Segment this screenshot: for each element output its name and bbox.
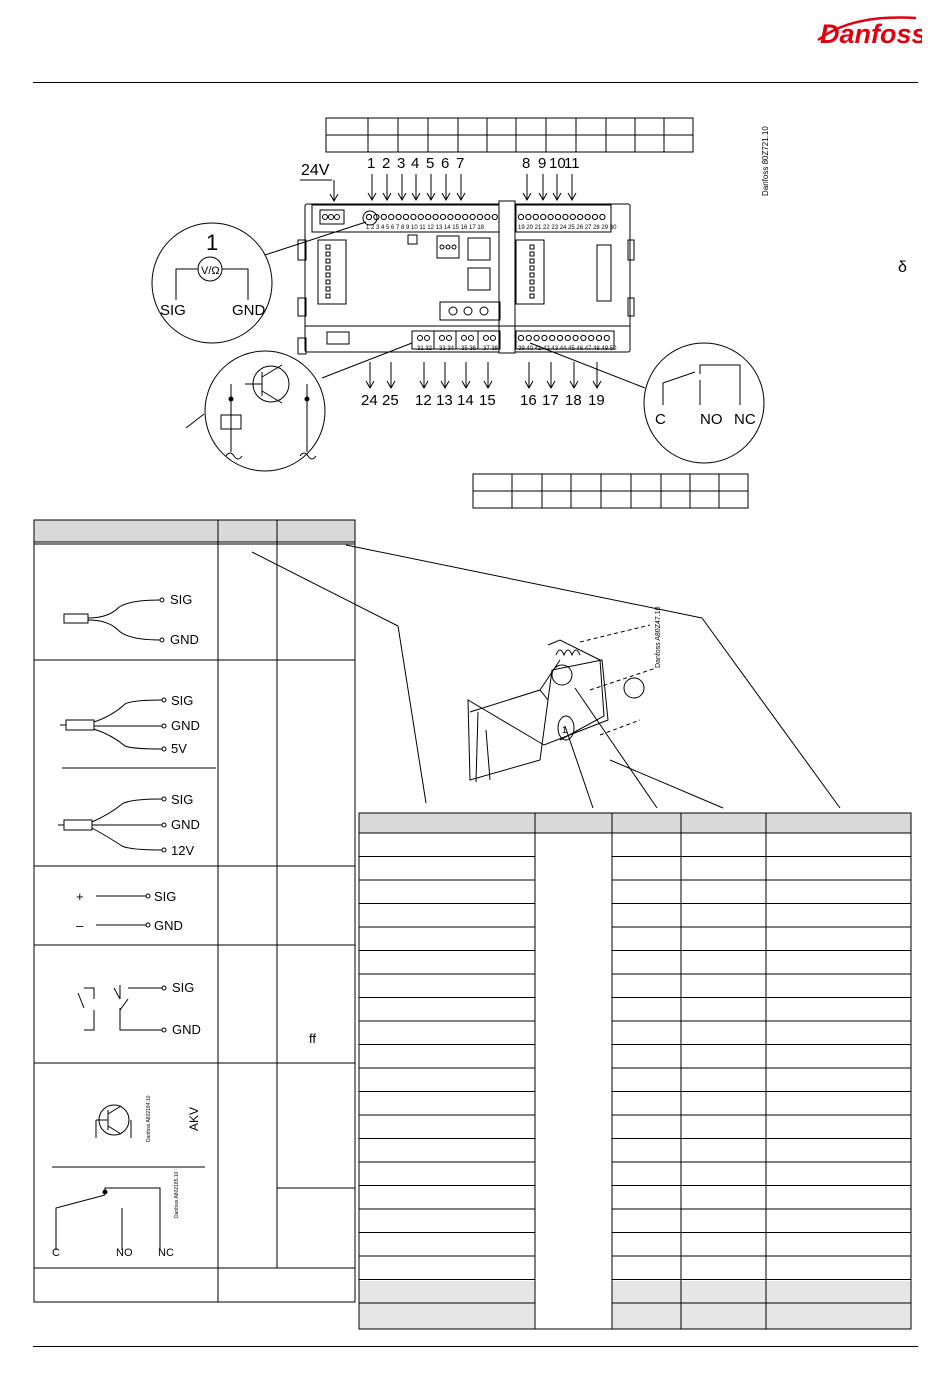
bottom-terminal-15: 15 <box>479 392 496 409</box>
relay-nc-label: NC <box>734 411 756 428</box>
minus-sign: – <box>76 918 84 933</box>
top-terminal-table <box>325 117 694 153</box>
bottom-terminal-24: 24 <box>361 392 378 409</box>
row5-no-label: NO <box>116 1247 133 1259</box>
transmitter-5v-sig-label: SIG <box>171 693 193 708</box>
analog-callout-number: 1 <box>206 230 218 255</box>
top-terminal-10: 10 <box>549 155 566 172</box>
header-rule <box>33 82 918 83</box>
row5-nc-label: NC <box>158 1247 174 1259</box>
transmitter-12v-supply-label: 12V <box>171 843 194 858</box>
voltage-sig-label: SIG <box>154 889 176 904</box>
top-strip-left-numbers: 1 2 3 4 5 6 7 8 9 10 11 12 13 14 15 16 1… <box>366 225 485 231</box>
sensor-gnd-label: GND <box>170 632 199 647</box>
input-type-table <box>33 519 356 1303</box>
relay-no-label: NO <box>700 411 723 428</box>
transmitter-12v-gnd-label: GND <box>171 817 200 832</box>
bottom-strip-numbers: 31 32 <box>417 346 433 352</box>
transmitter-12v-sig-label: SIG <box>171 792 193 807</box>
sensor-sig-label: SIG <box>170 592 192 607</box>
top-terminal-5: 5 <box>426 155 434 172</box>
danfoss-logo: Danfoss <box>817 16 922 49</box>
bottom-terminal-18: 18 <box>565 392 582 409</box>
analog-sig-label: SIG <box>160 302 186 319</box>
plus-sign: + <box>76 889 84 904</box>
module-number: 1 <box>562 725 567 735</box>
bottom-terminal-19: 19 <box>588 392 605 409</box>
top-terminal-11: 11 <box>564 155 580 172</box>
meter-symbol: V/Ω <box>201 265 220 277</box>
bottom-terminal-14: 14 <box>457 392 474 409</box>
relay-output-callout: C NO NC <box>529 342 765 464</box>
transistor-drawing-code: Danfoss A802184.10 <box>146 1095 152 1142</box>
bottom-terminal-table <box>472 473 749 509</box>
contact-sig-label: SIG <box>172 980 194 995</box>
akv-label: AKV <box>187 1107 201 1131</box>
danfoss-logo-text: Danfoss <box>820 19 922 49</box>
transmitter-5v-supply-label: 5V <box>171 741 187 756</box>
bottom-terminal-25: 25 <box>382 392 399 409</box>
top-terminal-7: 7 <box>456 155 464 172</box>
top-terminal-4: 4 <box>411 155 419 172</box>
top-terminal-8: 8 <box>522 155 530 172</box>
footer-rule <box>33 1346 918 1347</box>
analog-gnd-label: GND <box>232 302 266 319</box>
contact-note: ff <box>309 1031 316 1046</box>
supply-label: 24V <box>301 162 330 179</box>
transistor-output-callout <box>185 342 413 472</box>
bottom-terminal-17: 17 <box>542 392 559 409</box>
top-terminal-9: 9 <box>538 155 546 172</box>
transmitter-5v-gnd-label: GND <box>171 718 200 733</box>
bottom-strip-numbers: 33 34 <box>439 346 455 352</box>
bottom-strip-right-numbers: 39 40 41 42 43 44 45 46 47 48 49 50 <box>518 346 617 352</box>
top-terminal-3: 3 <box>397 155 405 172</box>
side-glyph: δ <box>898 259 907 276</box>
relay-drawing-code: Danfoss A802185.10 <box>174 1171 180 1218</box>
module-drawing-code: Danfoss A80Z47.10 <box>655 606 662 668</box>
controller-body <box>297 200 635 355</box>
contact-gnd-label: GND <box>172 1022 201 1037</box>
bottom-strip-numbers: 37 38 <box>483 346 499 352</box>
bottom-terminal-12: 12 <box>415 392 432 409</box>
bottom-terminal-13: 13 <box>436 392 453 409</box>
controller-drawing-code: Danfoss 80Z721.10 <box>761 126 770 196</box>
top-strip-right-numbers: 19 20 21 22 23 24 25 26 27 28 29 30 <box>518 225 617 231</box>
top-terminal-1: 1 <box>367 155 375 172</box>
top-terminal-2: 2 <box>382 155 390 172</box>
top-terminal-6: 6 <box>441 155 449 172</box>
voltage-gnd-label: GND <box>154 918 183 933</box>
bottom-strip-numbers: 35 36 <box>461 346 477 352</box>
row5-c-label: C <box>52 1247 60 1259</box>
relay-c-label: C <box>655 411 666 428</box>
io-module-drawing <box>467 624 657 783</box>
signal-table <box>358 812 912 1330</box>
analog-input-callout: 1 V/Ω SIG GND <box>151 210 378 344</box>
bottom-terminal-16: 16 <box>520 392 537 409</box>
